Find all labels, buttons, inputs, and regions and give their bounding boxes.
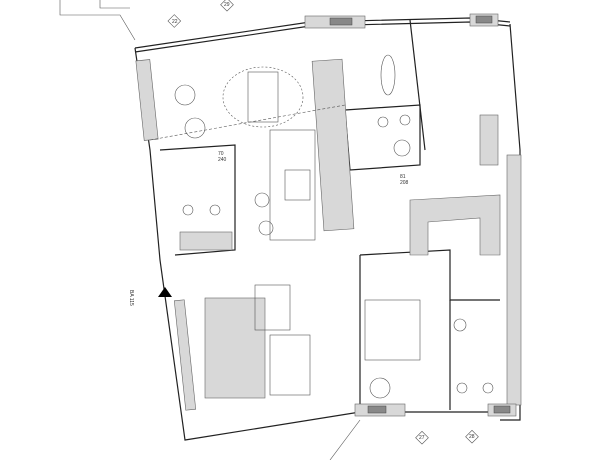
grid-tag: 22 bbox=[167, 14, 182, 28]
dimension-label: 81 bbox=[400, 174, 406, 180]
svg-text:27: 27 bbox=[419, 435, 425, 441]
grid-tag: 28 bbox=[465, 429, 479, 444]
dimension-label: 208 bbox=[400, 180, 409, 186]
svg-text:29: 29 bbox=[224, 2, 230, 8]
section-marker-label: BA 115 bbox=[128, 290, 134, 306]
svg-text:28: 28 bbox=[469, 434, 475, 440]
dimension-label: 70 bbox=[218, 151, 224, 157]
section-marker-icon bbox=[158, 287, 172, 297]
grid-tag: 29 bbox=[220, 0, 234, 12]
dimension-label: 240 bbox=[218, 157, 227, 163]
svg-text:22: 22 bbox=[172, 19, 178, 25]
grid-tag: 27 bbox=[415, 430, 429, 445]
